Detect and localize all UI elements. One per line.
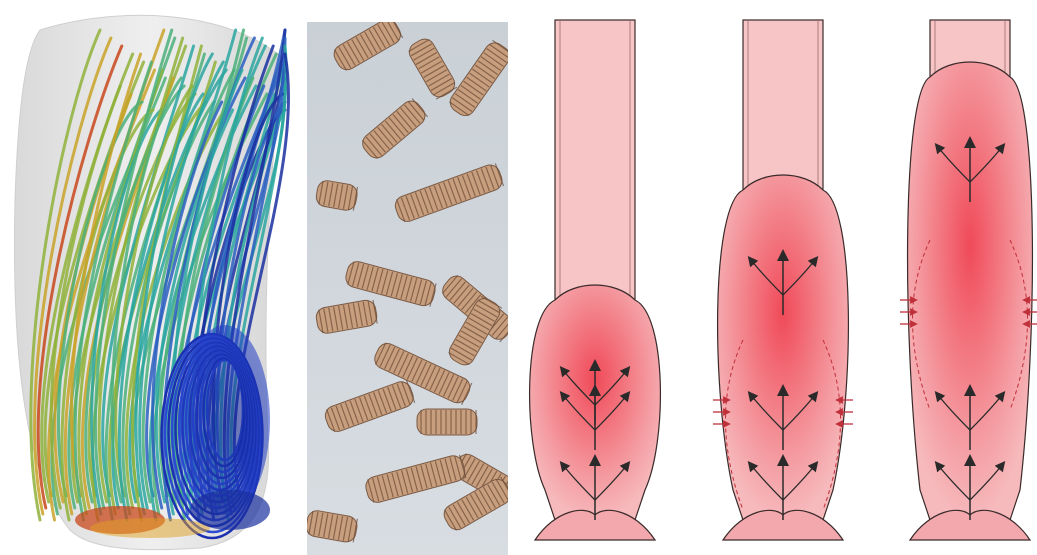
micrograph-panel (307, 22, 508, 555)
vein-stage (713, 20, 853, 540)
vein-valve-sequence-icon (515, 0, 1037, 555)
vein-stage (900, 20, 1037, 540)
streamline-visualization-icon (0, 0, 300, 555)
vortex-core (180, 325, 270, 515)
vein-valve-diagram-panel (515, 0, 1037, 555)
vein-stage (530, 20, 661, 540)
red-blood-cell-rouleaux-icon (307, 22, 508, 555)
flow-streamline-panel (0, 0, 300, 555)
rouleau-stack (417, 409, 477, 435)
pooled-blood-bulge (908, 62, 1033, 520)
